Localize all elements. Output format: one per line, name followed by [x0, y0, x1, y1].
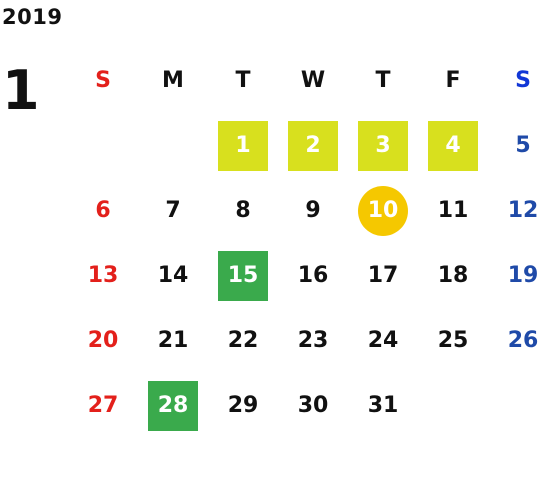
month-number: 1 — [2, 59, 40, 122]
day-cell: 12 — [488, 178, 548, 243]
day-cell: 2 — [278, 113, 348, 178]
day-cell: 29 — [208, 373, 278, 438]
day-number: 20 — [87, 328, 119, 353]
weekday-header-fri: F — [445, 68, 461, 93]
highlighted-day-number: 3 — [358, 120, 408, 171]
day-number: 5 — [515, 133, 531, 158]
day-number: 9 — [305, 198, 321, 223]
day-cell: 31 — [348, 373, 418, 438]
empty-day-cell — [68, 113, 138, 178]
day-number: 7 — [165, 198, 181, 223]
day-cell: 11 — [418, 178, 488, 243]
day-cell: 9 — [278, 178, 348, 243]
day-number: 17 — [367, 263, 399, 288]
highlighted-day-number: 2 — [288, 120, 338, 171]
day-cell: 30 — [278, 373, 348, 438]
day-number: 12 — [507, 198, 539, 223]
day-cell: 3 — [348, 113, 418, 178]
day-cell: 10 — [348, 178, 418, 243]
day-cell: 19 — [488, 243, 548, 308]
day-cell: 6 — [68, 178, 138, 243]
week-row: 13 14 15 16 17 18 19 — [68, 243, 548, 308]
day-cell: 28 — [138, 373, 208, 438]
day-number: 22 — [227, 328, 259, 353]
day-cell: 5 — [488, 113, 548, 178]
day-cell: 23 — [278, 308, 348, 373]
day-cell: 1 — [208, 113, 278, 178]
weekday-header-sun: S — [95, 68, 111, 93]
day-number: 23 — [297, 328, 329, 353]
day-number — [428, 381, 478, 431]
day-number: 8 — [235, 198, 251, 223]
weekday-header-sat: S — [515, 68, 531, 93]
empty-day-cell — [418, 373, 488, 438]
day-number: 19 — [507, 263, 539, 288]
week-row: 6 7 8 9 10 11 12 — [68, 178, 548, 243]
day-number: 6 — [95, 198, 111, 223]
day-number: 31 — [367, 393, 399, 418]
day-cell: 16 — [278, 243, 348, 308]
day-cell: 25 — [418, 308, 488, 373]
day-number: 26 — [507, 328, 539, 353]
day-cell: 17 — [348, 243, 418, 308]
weekday-header-mon: M — [162, 68, 184, 93]
day-number: 24 — [367, 328, 399, 353]
day-cell: 8 — [208, 178, 278, 243]
weekday-header-row: S M T W T F S — [68, 48, 548, 113]
day-cell: 13 — [68, 243, 138, 308]
day-number: 14 — [157, 263, 189, 288]
day-cell: 7 — [138, 178, 208, 243]
day-number: 29 — [227, 393, 259, 418]
day-cell: 15 — [208, 243, 278, 308]
highlighted-day-number: 15 — [218, 250, 268, 301]
day-cell: 26 — [488, 308, 548, 373]
empty-day-cell — [488, 373, 548, 438]
highlighted-day-number: 10 — [358, 185, 408, 236]
day-cell: 24 — [348, 308, 418, 373]
day-cell: 27 — [68, 373, 138, 438]
day-cell: 22 — [208, 308, 278, 373]
day-cell: 21 — [138, 308, 208, 373]
day-number: 30 — [297, 393, 329, 418]
year-label: 2019 — [2, 5, 63, 29]
highlighted-day-number: 4 — [428, 120, 478, 171]
day-number — [78, 121, 128, 171]
highlighted-day-number: 1 — [218, 120, 268, 171]
day-number: 13 — [87, 263, 119, 288]
day-cell: 4 — [418, 113, 488, 178]
week-row: 20 21 22 23 24 25 26 — [68, 308, 548, 373]
day-number: 11 — [437, 198, 469, 223]
weekday-header-tue: T — [235, 68, 251, 93]
day-number: 16 — [297, 263, 329, 288]
weekday-header-thu: T — [375, 68, 391, 93]
day-cell: 20 — [68, 308, 138, 373]
week-row: 27 28 29 30 31 — [68, 373, 548, 438]
day-number — [498, 381, 548, 431]
day-cell: 14 — [138, 243, 208, 308]
day-cell: 18 — [418, 243, 488, 308]
empty-day-cell — [138, 113, 208, 178]
day-number: 18 — [437, 263, 469, 288]
highlighted-day-number: 28 — [148, 380, 198, 431]
weekday-header-wed: W — [300, 68, 326, 93]
day-number: 25 — [437, 328, 469, 353]
day-number — [148, 121, 198, 171]
day-number: 27 — [87, 393, 119, 418]
day-number: 21 — [157, 328, 189, 353]
